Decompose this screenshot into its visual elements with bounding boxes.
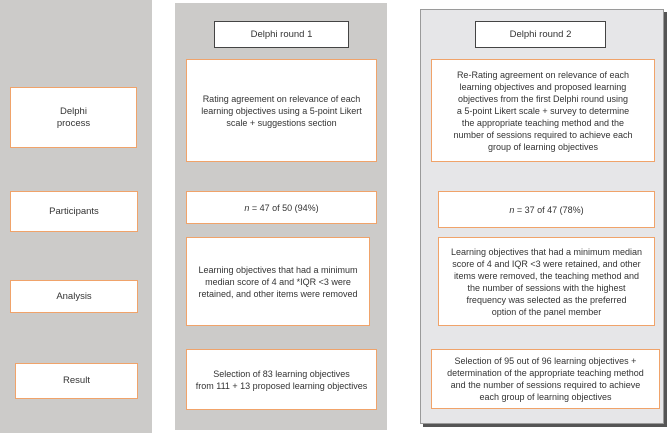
round2-analysis: Learning objectives that had a minimum m… xyxy=(438,237,655,326)
round2-result: Selection of 95 out of 96 learning objec… xyxy=(431,349,660,409)
n-symbol: n xyxy=(509,204,515,215)
round2-process: Re-Rating agreement on relevance of each… xyxy=(431,59,655,162)
n-symbol: n xyxy=(244,202,250,213)
label-delphi-process: Delphi process xyxy=(10,87,137,148)
round2-participants: n = 37 of 47 (78%) xyxy=(438,191,655,228)
round1-title: Delphi round 1 xyxy=(214,21,349,48)
label-result: Result xyxy=(15,363,138,399)
label-participants: Participants xyxy=(10,191,138,232)
round1-analysis: Learning objectives that had a minimum m… xyxy=(186,237,370,326)
round1-result: Selection of 83 learning objectives from… xyxy=(186,349,377,410)
round1-participants: n = 47 of 50 (94%) xyxy=(186,191,377,224)
participants-count: = 37 of 47 (78%) xyxy=(514,204,584,215)
label-analysis: Analysis xyxy=(10,280,138,313)
round1-process: Rating agreement on relevance of each le… xyxy=(186,59,377,162)
participants-count: = 47 of 50 (94%) xyxy=(249,202,319,213)
round2-title: Delphi round 2 xyxy=(475,21,606,48)
